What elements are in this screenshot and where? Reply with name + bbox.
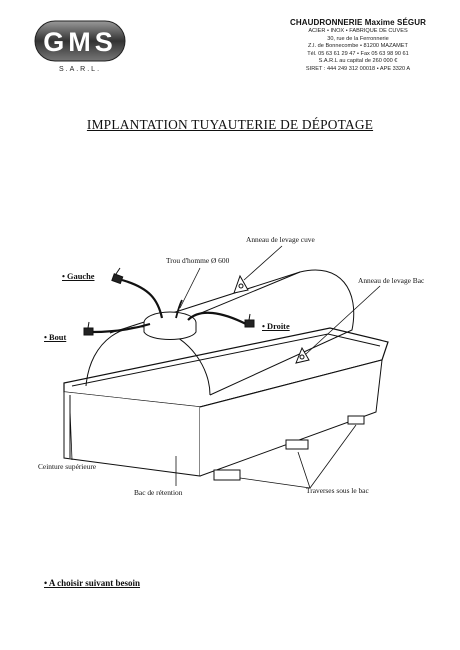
tank-drawing <box>63 245 389 489</box>
manhole-rim <box>143 323 197 340</box>
footer-note: • A choisir suivant besoin <box>44 578 141 588</box>
label-traverses: Traverses sous le bac <box>306 486 369 495</box>
pipe-gauche <box>121 278 164 319</box>
label-bac-retention: Bac de rétention <box>134 488 183 497</box>
company-header: CHAUDRONNERIE Maxime SÉGUR ACIER • INOX … <box>268 18 448 74</box>
valve-gauche <box>111 267 124 285</box>
valve-droite <box>244 313 255 328</box>
company-name: CHAUDRONNERIE Maxime SÉGUR <box>290 18 426 27</box>
label-anneau-bac: Anneau de levage Bac <box>358 276 425 285</box>
company-line-6: SIRET : 444 249 312 00018 • APE 3320 A <box>305 65 411 72</box>
traverse-1 <box>213 469 241 481</box>
traverse-3 <box>347 415 365 425</box>
company-line-1: ACIER • INOX • FABRIQUE DE CUVES <box>308 28 408 34</box>
pipe-droite <box>187 311 247 325</box>
company-line-5: S.A.R.L au capital de 260 000 € <box>318 58 398 65</box>
label-ceinture: Ceinture supérieure <box>38 462 97 471</box>
leader-lines <box>69 245 381 489</box>
label-anneau-cuve: Anneau de levage cuve <box>246 235 315 244</box>
company-line-2: 30, rue de la Ferronnerie <box>327 35 389 42</box>
page-title: IMPLANTATION TUYAUTERIE DE DÉPOTAGE <box>86 117 374 132</box>
logo-text: GMS <box>43 27 117 57</box>
valve-bout <box>83 321 94 336</box>
gms-logo-graphic: GMS S.A.R.L. <box>34 20 126 73</box>
company-line-4: Tél. 05 63 61 29 47 • Fax 05 63 98 90 61 <box>307 50 409 57</box>
pipe-vent <box>175 299 183 319</box>
lifting-ring-tank-hole <box>238 283 244 289</box>
label-bout: • Bout <box>44 333 67 342</box>
label-gauche: • Gauche <box>62 272 95 281</box>
lifting-ring-bac-hole <box>299 354 305 360</box>
gms-logo: GMS S.A.R.L. <box>34 20 126 74</box>
logo-subtext: S.A.R.L. <box>59 66 101 73</box>
label-droite: • Droite <box>262 322 290 331</box>
pipe-bout <box>91 322 151 334</box>
label-trou-homme: Trou d'homme Ø 600 <box>166 256 230 265</box>
company-line-3: Z.I. de Bonnecombe • 81200 MAZAMET <box>308 43 408 50</box>
traverse-2 <box>285 439 309 450</box>
